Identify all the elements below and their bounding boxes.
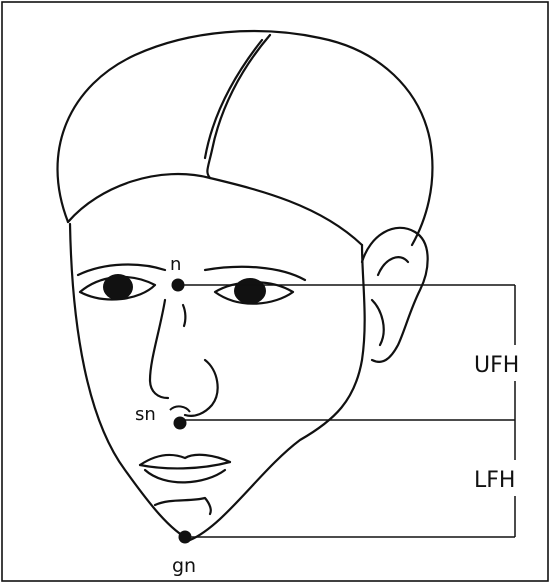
right-pupil	[234, 278, 266, 304]
gnathion-point	[179, 531, 192, 544]
subnasale-point	[174, 417, 187, 430]
ufh-label: UFH	[474, 353, 519, 378]
gnathion-label: gn	[172, 555, 196, 577]
subnasale-label: sn	[135, 404, 156, 425]
nasion-point	[172, 279, 185, 292]
lfh-label: LFH	[474, 468, 515, 493]
left-pupil	[103, 274, 133, 300]
nasion-label: n	[170, 254, 181, 275]
